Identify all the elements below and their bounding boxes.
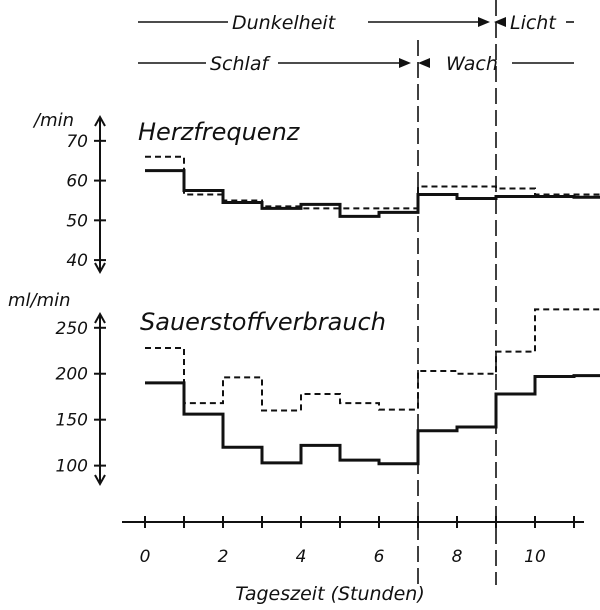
y-tick-label: 50 (66, 211, 88, 231)
x-axis-label: Tageszeit (Stunden) (235, 583, 425, 605)
x-axis: 0 2 4 6 8 10 (122, 516, 584, 567)
series-line-dashed (145, 155, 600, 210)
wach-label: Wach (446, 53, 498, 75)
y-tick-label: 250 (56, 319, 88, 339)
schlaf-arrowhead (399, 58, 411, 68)
y-tick-label: 150 (56, 411, 88, 431)
oxygen-title: Sauerstoffverbrauch (140, 308, 386, 336)
x-tick-label: 6 (374, 547, 385, 567)
series-line-solid (145, 374, 600, 466)
header-top: Dunkelheit Licht (138, 12, 574, 34)
schlaf-label: Schlaf (210, 53, 271, 75)
oxygen-panel: ml/min Sauerstoffverbrauch 250 200 150 100 (8, 290, 600, 487)
heart-rate-title: Herzfrequenz (138, 118, 301, 146)
heart-rate-series (145, 155, 600, 218)
x-tick-label: 0 (140, 547, 151, 567)
heart-rate-y-axis: 70 60 50 40 (66, 114, 106, 275)
dunkelheit-arrowhead (478, 17, 490, 27)
heart-rate-unit: /min (32, 110, 74, 131)
oxygen-y-axis: 250 200 150 100 (56, 311, 106, 487)
x-tick-label: 10 (524, 547, 546, 567)
y-axis-arrow-up (94, 114, 106, 127)
y-tick-label: 100 (56, 457, 88, 477)
licht-arrowhead (494, 17, 506, 27)
y-tick-label: 70 (66, 132, 88, 152)
oxygen-series (145, 308, 600, 466)
dunkelheit-label: Dunkelheit (232, 12, 337, 34)
y-tick-label: 200 (56, 365, 88, 385)
oxygen-unit: ml/min (8, 290, 71, 311)
y-axis-arrow-down (94, 474, 106, 487)
wach-arrowhead (418, 58, 430, 68)
y-tick-label: 60 (66, 172, 88, 192)
series-line-dashed (145, 308, 600, 412)
y-axis-arrow-up (94, 311, 106, 324)
x-tick-label: 4 (296, 547, 307, 567)
heart-rate-panel: /min Herzfrequenz 70 60 50 40 (32, 110, 600, 275)
licht-label: Licht (510, 12, 557, 34)
y-axis-arrow-down (94, 262, 106, 275)
series-line-solid (145, 169, 600, 218)
header-bottom: Schlaf Wach (138, 53, 574, 75)
x-tick-label: 2 (218, 547, 229, 567)
x-tick-label: 8 (452, 547, 463, 567)
y-tick-label: 40 (66, 251, 88, 271)
